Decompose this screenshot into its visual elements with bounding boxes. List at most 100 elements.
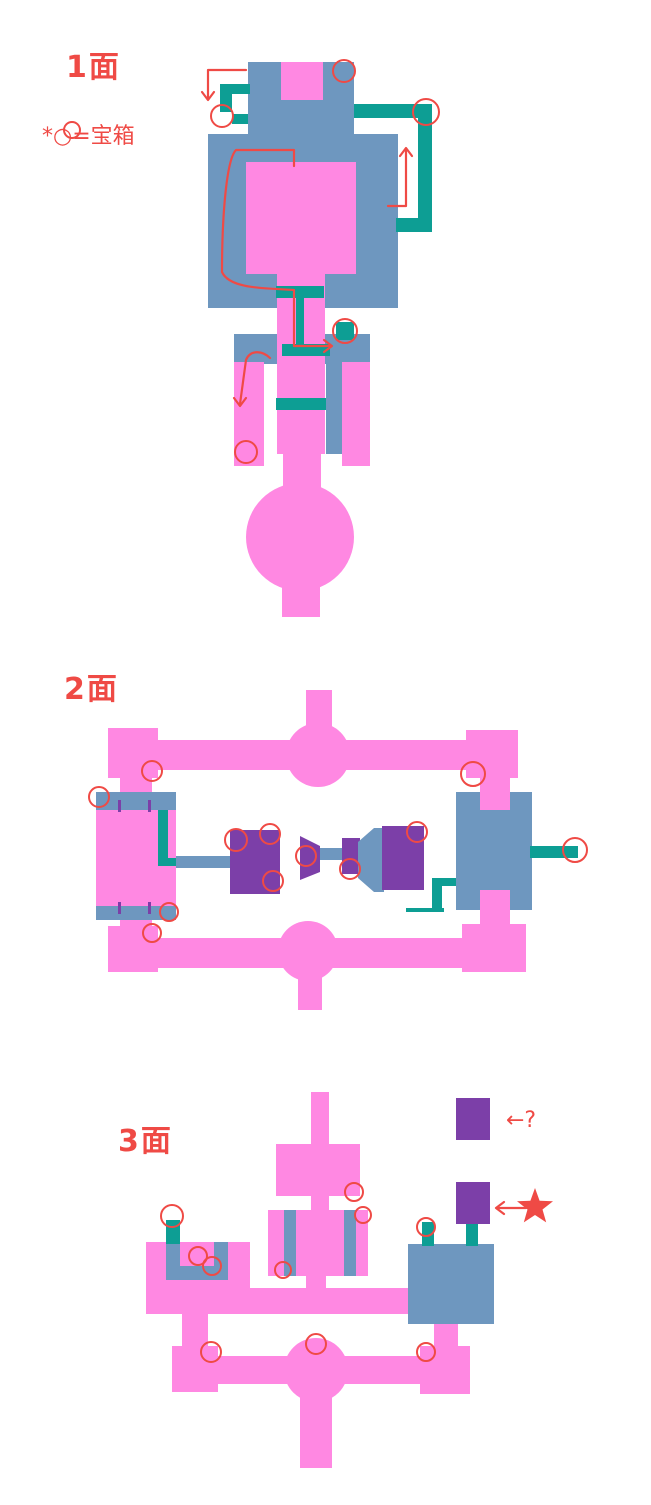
chest-marker xyxy=(224,828,248,852)
corridor xyxy=(298,966,322,1010)
block xyxy=(456,1182,490,1224)
chest-marker xyxy=(305,1333,327,1355)
chest-marker xyxy=(460,761,486,787)
pipe xyxy=(232,114,248,124)
wall-block xyxy=(96,904,176,920)
arrowhead xyxy=(200,90,216,102)
chest-marker xyxy=(344,1182,364,1202)
door xyxy=(148,902,151,914)
corridor xyxy=(480,890,510,926)
chest-marker xyxy=(332,318,358,344)
room xyxy=(462,924,526,972)
wall-block xyxy=(96,792,176,812)
corridor xyxy=(146,1288,414,1314)
room xyxy=(108,728,158,778)
chest-marker xyxy=(234,440,258,464)
corridor xyxy=(311,1194,329,1210)
floor-3-map xyxy=(146,1092,553,1468)
corridor xyxy=(120,810,152,906)
chest-marker xyxy=(200,1341,222,1363)
chest-marker xyxy=(339,858,361,880)
wall-block xyxy=(320,848,344,860)
chest-marker xyxy=(354,1206,372,1224)
route-arrow xyxy=(206,68,248,100)
pipe xyxy=(296,296,304,346)
arrowhead xyxy=(398,146,414,158)
chest-marker xyxy=(202,1256,222,1276)
chest-marker xyxy=(188,1246,208,1266)
chest-marker xyxy=(274,1261,292,1279)
pipe xyxy=(158,810,178,866)
arrowhead xyxy=(232,396,248,408)
pipe xyxy=(166,1220,180,1244)
chest-marker xyxy=(262,870,284,892)
chest-marker xyxy=(416,1217,436,1237)
pipe xyxy=(466,1222,478,1246)
route-arrow xyxy=(238,351,272,406)
star-icon xyxy=(517,1188,553,1223)
chest-marker xyxy=(406,821,428,843)
corridor xyxy=(282,580,320,617)
room xyxy=(420,1346,470,1394)
floor-1-map xyxy=(63,59,440,617)
floor-2-label: 2面 xyxy=(64,672,119,707)
room xyxy=(276,1144,360,1196)
legend-chest-icon xyxy=(63,121,81,139)
floor-2-map xyxy=(88,690,588,1010)
round-room xyxy=(246,483,354,591)
room xyxy=(246,162,356,274)
corridor xyxy=(300,1384,332,1468)
star-arrow xyxy=(494,1200,528,1216)
door xyxy=(148,800,151,812)
corridor xyxy=(480,778,510,810)
room xyxy=(466,730,518,778)
question-note: ←? xyxy=(506,1108,537,1133)
pipe xyxy=(354,104,432,232)
corridor xyxy=(306,1274,326,1290)
wall-block xyxy=(284,1210,296,1276)
chest-marker xyxy=(160,1204,184,1228)
chest-marker xyxy=(141,760,163,782)
route-arrow xyxy=(220,148,332,348)
block xyxy=(300,836,320,880)
door xyxy=(118,800,121,812)
floor-1-label: 1面 xyxy=(66,50,121,85)
wall-block xyxy=(166,1242,228,1280)
route-arrow xyxy=(386,148,408,208)
door xyxy=(118,902,121,914)
chest-marker xyxy=(259,823,281,845)
corridor xyxy=(311,1092,329,1148)
wall-block xyxy=(176,856,232,868)
floor-3-label: 3面 xyxy=(118,1124,173,1159)
wall-block xyxy=(358,828,384,892)
chest-marker xyxy=(142,923,162,943)
room xyxy=(234,362,264,466)
round-room xyxy=(286,723,350,787)
room xyxy=(342,362,370,466)
pipe xyxy=(406,878,456,912)
chest-marker xyxy=(295,845,317,867)
chest-marker xyxy=(416,1342,436,1362)
pipe xyxy=(336,322,354,340)
block xyxy=(230,830,280,894)
block xyxy=(382,826,424,890)
wall-block xyxy=(408,1244,494,1324)
arrowhead xyxy=(322,338,334,354)
pipe xyxy=(422,1222,434,1246)
chest-marker xyxy=(332,59,356,83)
wall-block xyxy=(344,1210,356,1276)
round-room xyxy=(278,921,338,981)
legend-note: *○=宝箱 xyxy=(42,124,135,149)
pipe xyxy=(530,846,578,858)
block xyxy=(456,1098,490,1140)
chest-marker xyxy=(412,98,440,126)
chest-marker xyxy=(88,786,110,808)
pipe xyxy=(276,398,326,410)
pipe xyxy=(220,84,250,112)
chest-marker xyxy=(562,837,588,863)
block xyxy=(342,838,360,874)
wall-block xyxy=(326,362,342,454)
chest-marker xyxy=(159,902,179,922)
room xyxy=(172,1346,218,1392)
